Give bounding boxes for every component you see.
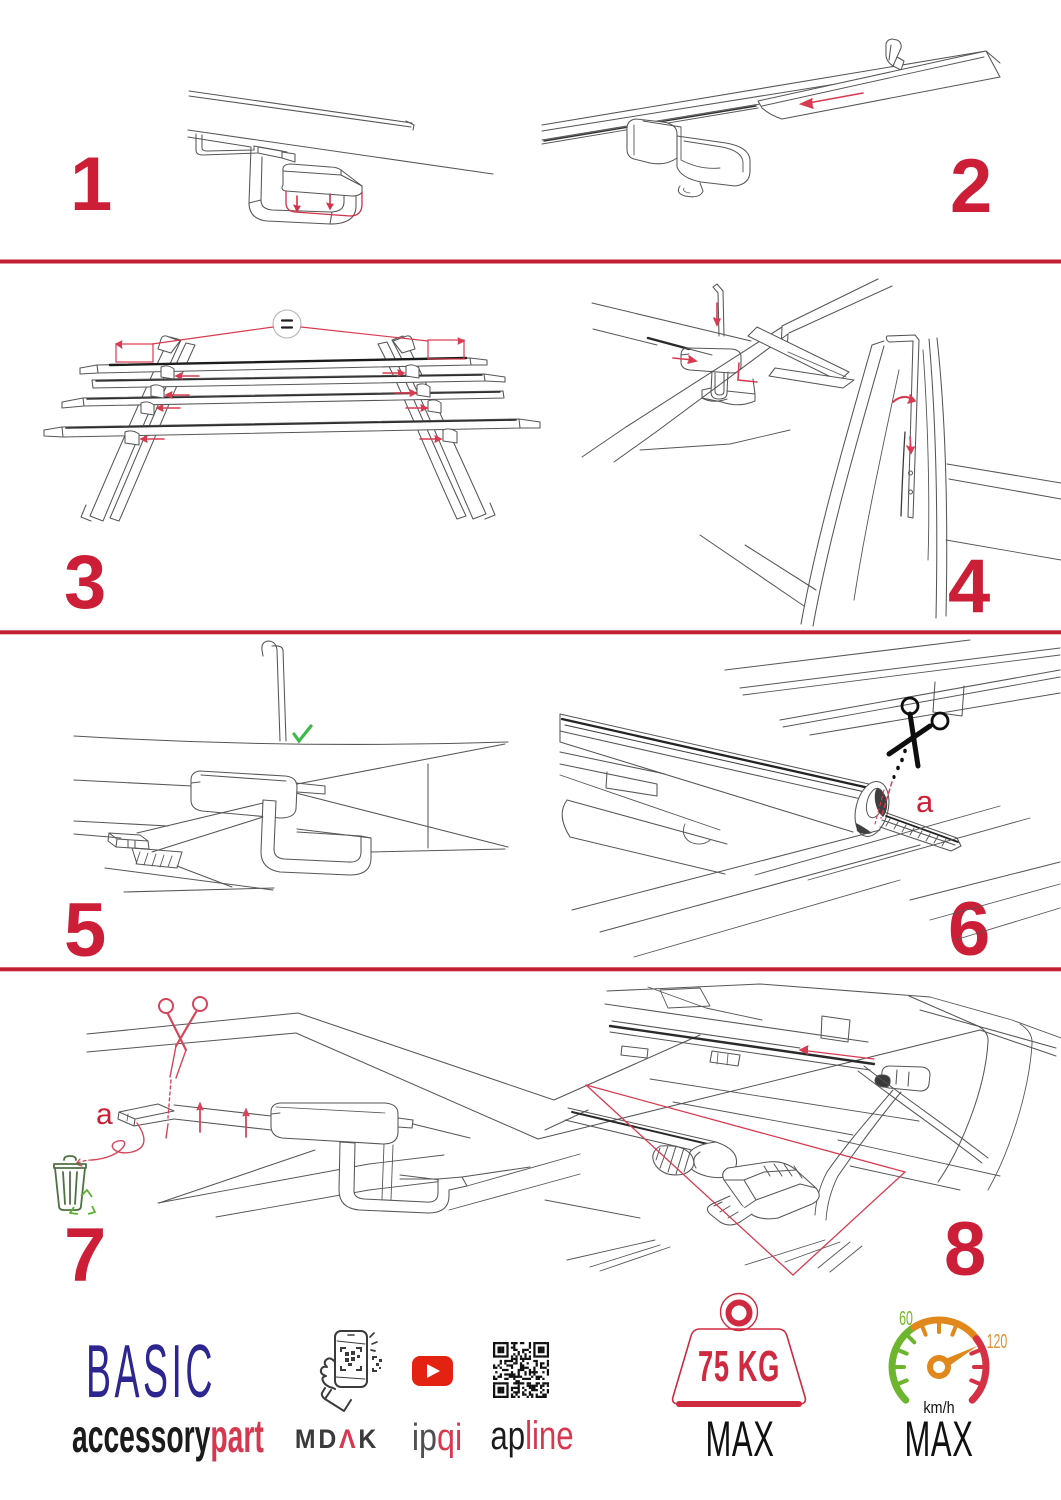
svg-text:60: 60 xyxy=(899,1307,913,1330)
svg-text:2: 2 xyxy=(950,144,992,229)
svg-text:MAX: MAX xyxy=(904,1410,973,1466)
svg-text:4: 4 xyxy=(948,544,990,629)
svg-text:7: 7 xyxy=(64,1213,106,1298)
svg-text:BASIC: BASIC xyxy=(86,1329,216,1414)
svg-text:a: a xyxy=(916,784,934,819)
svg-text:75 KG: 75 KG xyxy=(698,1341,780,1390)
svg-text:MDΛK: MDΛK xyxy=(295,1425,379,1454)
svg-text:120: 120 xyxy=(987,1330,1008,1353)
svg-text:3: 3 xyxy=(64,540,106,625)
svg-text:ipqi: ipqi xyxy=(412,1417,462,1459)
svg-text:5: 5 xyxy=(64,888,106,973)
svg-text:6: 6 xyxy=(948,887,990,972)
svg-text:1: 1 xyxy=(70,142,112,227)
svg-text:8: 8 xyxy=(944,1207,986,1292)
svg-text:accessorypart: accessorypart xyxy=(72,1411,264,1463)
svg-text:MAX: MAX xyxy=(705,1410,774,1466)
svg-text:a: a xyxy=(96,1098,113,1131)
svg-text:km/h: km/h xyxy=(923,1399,954,1417)
svg-text:apline: apline xyxy=(490,1413,573,1458)
